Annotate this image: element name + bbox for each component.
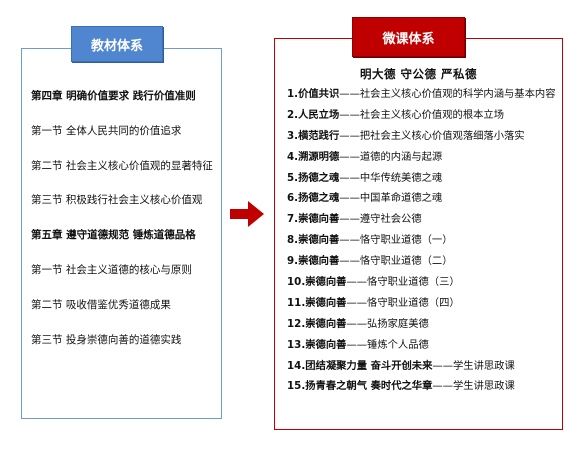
microcourse-item: 6.扬德之魂——中国革命道德之魂: [287, 192, 557, 213]
microcourse-item-desc: ——恪守职业道德（三）: [346, 276, 460, 289]
microcourse-item-title: 6.扬德之魂: [287, 192, 340, 205]
microcourse-system-title: 微课体系: [352, 17, 465, 57]
textbook-item: 第二节 吸收借鉴优秀道德成果: [31, 298, 171, 311]
microcourse-item: 9.崇德向善——恪守职业道德（二）: [287, 255, 557, 276]
microcourse-system-panel: 明大德 守公德 严私德 1.价值共识——社会主义核心价值观的科学内涵与基本内容 …: [274, 38, 563, 430]
microcourse-item: 3.横范践行——把社会主义核心价值观落细落小落实: [287, 130, 557, 151]
microcourse-item-desc: ——中华传统美德之魂: [339, 171, 443, 184]
textbook-item: 第二节 社会主义核心价值观的显著特征: [31, 159, 213, 172]
microcourse-item-title: 3.横范践行: [287, 129, 340, 142]
microcourse-item-title: 11.崇德向善: [287, 296, 347, 309]
microcourse-item-title: 7.崇德向善: [287, 213, 340, 226]
microcourse-item-desc: ——学生讲思政课: [432, 359, 515, 372]
microcourse-item: 10.崇德向善——恪守职业道德（三）: [287, 276, 557, 297]
microcourse-item-title: 13.崇德向善: [287, 338, 347, 351]
microcourse-item: 1.价值共识——社会主义核心价值观的科学内涵与基本内容: [287, 88, 557, 109]
microcourse-item-desc: ——恪守职业道德（二）: [339, 255, 453, 268]
textbook-list: 第四章 明确价值要求 践行价值准则 第一节 全体人民共同的价值追求 第二节 社会…: [22, 89, 221, 367]
microcourse-item: 13.崇德向善——锤炼个人品德: [287, 339, 557, 360]
microcourse-item: 2.人民立场——社会主义核心价值观的根本立场: [287, 109, 557, 130]
textbook-item: 第一节 全体人民共同的价值追求: [31, 124, 182, 137]
microcourse-item-desc: ——把社会主义核心价值观落细落小落实: [339, 129, 525, 142]
microcourse-item-desc: ——社会主义核心价值观的根本立场: [339, 108, 505, 121]
microcourse-item-title: 8.崇德向善: [287, 234, 340, 247]
textbook-item: 第三节 积极践行社会主义核心价值观: [31, 194, 203, 207]
microcourse-item-title: 5.扬德之魂: [287, 171, 340, 184]
microcourse-item-title: 10.崇德向善: [287, 276, 347, 289]
microcourse-item-desc: ——锤炼个人品德: [346, 338, 429, 351]
microcourse-item: 4.溯源明德——道德的内涵与起源: [287, 151, 557, 172]
microcourse-item: 15.扬青春之朝气 奏时代之华章——学生讲思政课: [287, 380, 557, 401]
microcourse-item-desc: ——恪守职业道德（一）: [339, 234, 453, 247]
microcourse-item-title: 12.崇德向善: [287, 317, 347, 330]
microcourse-item-desc: ——遵守社会公德: [339, 213, 422, 226]
microcourse-item-title: 2.人民立场: [287, 108, 340, 121]
microcourse-item: 12.崇德向善——弘扬家庭美德: [287, 318, 557, 339]
microcourse-item-title: 4.溯源明德: [287, 150, 340, 163]
microcourse-item-desc: ——学生讲思政课: [432, 380, 515, 393]
textbook-system-panel: 第四章 明确价值要求 践行价值准则 第一节 全体人民共同的价值追求 第二节 社会…: [21, 48, 222, 419]
microcourse-item-desc: ——恪守职业道德（四）: [346, 296, 460, 309]
textbook-item: 第五章 遵守道德规范 锤炼道德品格: [31, 229, 196, 242]
microcourse-item-desc: ——道德的内涵与起源: [339, 150, 443, 163]
microcourse-item-title: 15.扬青春之朝气 奏时代之华章: [287, 380, 433, 393]
microcourse-item-desc: ——中国革命道德之魂: [339, 192, 443, 205]
microcourse-item-desc: ——弘扬家庭美德: [346, 317, 429, 330]
right-arrow-icon: [230, 201, 264, 227]
microcourse-list: 1.价值共识——社会主义核心价值观的科学内涵与基本内容 2.人民立场——社会主义…: [287, 88, 557, 401]
microcourse-subtitle: 明大德 守公德 严私德: [359, 67, 477, 81]
microcourse-item: 5.扬德之魂——中华传统美德之魂: [287, 172, 557, 193]
microcourse-item-title: 14.团结凝聚力量 奋斗开创未来: [287, 359, 433, 372]
textbook-item: 第四章 明确价值要求 践行价值准则: [31, 90, 196, 102]
microcourse-item: 7.崇德向善——遵守社会公德: [287, 213, 557, 234]
microcourse-item-desc: ——社会主义核心价值观的科学内涵与基本内容: [339, 88, 556, 100]
microcourse-item-title: 1.价值共识: [287, 88, 340, 100]
microcourse-item: 11.崇德向善——恪守职业道德（四）: [287, 297, 557, 318]
textbook-system-title: 教材体系: [71, 26, 163, 62]
microcourse-item-title: 9.崇德向善: [287, 255, 340, 268]
textbook-item: 第一节 社会主义道德的核心与原则: [31, 263, 192, 276]
textbook-item: 第三节 投身崇德向善的道德实践: [31, 333, 182, 346]
microcourse-item: 14.团结凝聚力量 奋斗开创未来——学生讲思政课: [287, 360, 557, 381]
microcourse-item: 8.崇德向善——恪守职业道德（一）: [287, 234, 557, 255]
